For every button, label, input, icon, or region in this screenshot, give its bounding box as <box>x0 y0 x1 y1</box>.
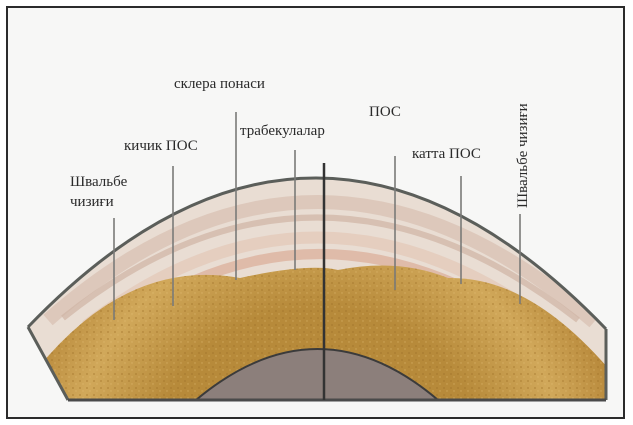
label-schwalbe-left-2: чизиғи <box>70 194 114 210</box>
label-trabeculae: трабекулалар <box>240 123 325 139</box>
label-small-pas: кичик ПОС <box>124 138 198 154</box>
label-schwalbe-right: Швальбе чизиғи <box>515 103 531 208</box>
label-sclera-spur: склера понаси <box>174 76 265 92</box>
angle-diagram: Швальбе чизиғи кичик ПОС склера понаси т… <box>8 8 625 419</box>
label-large-pas: катта ПОС <box>412 146 481 162</box>
eye-sector <box>8 8 625 419</box>
label-schwalbe-left-1: Швальбе <box>70 174 128 190</box>
label-pas: ПОС <box>369 104 401 120</box>
figure-frame: Швальбе чизиғи кичик ПОС склера понаси т… <box>6 6 625 419</box>
